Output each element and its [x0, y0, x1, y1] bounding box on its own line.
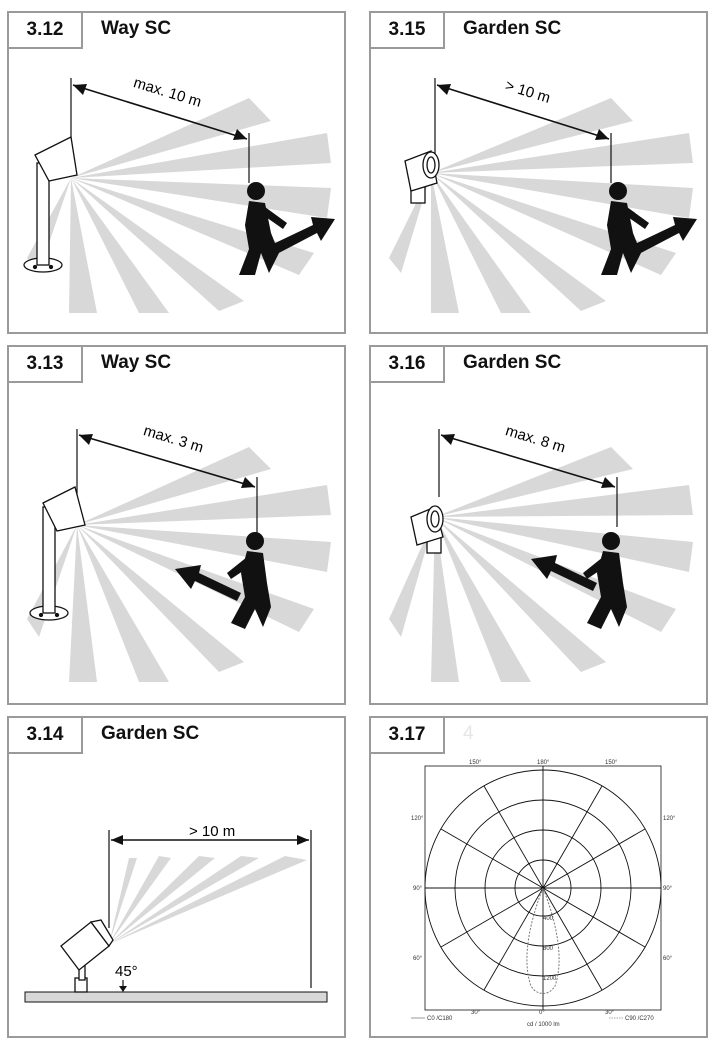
- legend-left: C0 /C180: [427, 1016, 453, 1022]
- distance-label: > 10 m: [189, 823, 235, 840]
- panel-number: 3.17: [371, 718, 445, 754]
- side-label: 120°: [411, 816, 424, 822]
- direction-arrow: [633, 217, 697, 255]
- side-label: 120°: [663, 816, 676, 822]
- direction-arrow: [271, 217, 335, 255]
- distance-label: > 10 m: [503, 77, 552, 107]
- unit-label: cd / 1000 lm: [527, 1022, 560, 1028]
- bottom-label: 0°: [539, 1010, 545, 1016]
- radial-label: 400: [543, 916, 554, 922]
- detection-diagram: max. 8 m: [389, 422, 693, 682]
- detection-diagram: max. 10 m: [23, 74, 335, 313]
- panel-title: Garden SC: [101, 723, 200, 744]
- detection-diagram: > 10 m: [389, 77, 697, 313]
- panel-3-17: 3.17 4 150° 180° 150° 120° 120° 90° 90° …: [369, 716, 708, 1038]
- panel-3-14: 3.14 Garden SC > 10 m 45°: [7, 716, 346, 1038]
- detection-beams: [109, 856, 307, 944]
- walking-person: [227, 532, 271, 629]
- panel-3-12: 3.12 Way SC max. 10 m: [7, 11, 346, 334]
- walking-person: [239, 182, 287, 275]
- panel-3-13: 3.13 Way SC max. 3 m: [7, 345, 346, 705]
- polar-light-distribution: 150° 180° 150° 120° 120° 90° 90° 60° 60°…: [411, 760, 676, 1028]
- legend-right: C90 /C270: [625, 1016, 654, 1022]
- detection-beams: [27, 447, 331, 682]
- walking-person: [583, 532, 627, 629]
- panel-number: 3.12: [9, 13, 83, 49]
- bottom-label: 30°: [471, 1010, 481, 1016]
- panel-title: Garden SC: [463, 18, 562, 39]
- top-label: 150°: [605, 760, 618, 766]
- garden-light: [60, 919, 114, 993]
- side-label: 90°: [413, 886, 423, 892]
- walking-person: [601, 182, 649, 275]
- garden-light: [404, 150, 440, 204]
- panel-title: Way SC: [101, 352, 172, 373]
- detection-diagram: > 10 m 45°: [24, 823, 328, 1003]
- panel-number: 3.14: [9, 718, 83, 754]
- side-label: 60°: [413, 956, 423, 962]
- side-label: 90°: [663, 886, 673, 892]
- distance-label: max. 3 m: [141, 422, 205, 456]
- angle-label: 45°: [115, 963, 138, 980]
- panel-number: 3.13: [9, 347, 83, 383]
- panel-number: 3.15: [371, 13, 445, 49]
- garden-light: [410, 505, 444, 554]
- detection-beams: [27, 98, 331, 313]
- distribution-curve: [526, 886, 560, 994]
- distance-label: max. 10 m: [131, 74, 203, 111]
- detection-diagram: max. 3 m: [27, 422, 331, 682]
- direction-arrow: [175, 565, 241, 601]
- pole-light: [23, 136, 78, 273]
- panel-title: Way SC: [101, 18, 172, 39]
- top-label: 150°: [469, 760, 482, 766]
- ground: [24, 991, 328, 1003]
- bottom-label: 30°: [605, 1010, 615, 1016]
- direction-arrow: [531, 555, 597, 591]
- radial-label: 1200: [543, 976, 557, 982]
- side-label: 60°: [663, 956, 673, 962]
- top-label: 180°: [537, 760, 550, 766]
- panel-title: 4: [463, 723, 474, 744]
- distance-label: max. 8 m: [503, 422, 567, 456]
- panel-3-16: 3.16 Garden SC max. 8 m: [369, 345, 708, 705]
- panel-3-15: 3.15 Garden SC > 10 m: [369, 11, 708, 334]
- pole-light: [29, 486, 86, 621]
- panel-title: Garden SC: [463, 352, 562, 373]
- radial-label: 800: [543, 946, 554, 952]
- panel-number: 3.16: [371, 347, 445, 383]
